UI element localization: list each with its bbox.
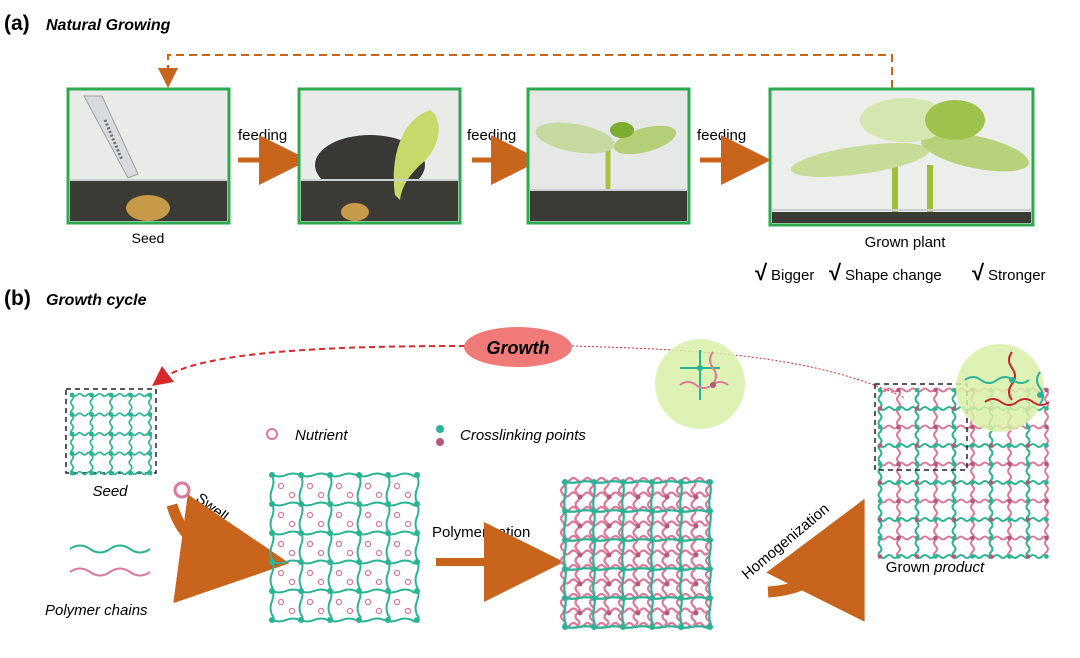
grown-zoom-detail — [964, 351, 1050, 406]
swollen-network — [269, 472, 420, 623]
polymer-chain-pink — [69, 567, 151, 577]
panel-b-title: Growth cycle — [46, 292, 147, 309]
swell-arrow — [166, 494, 290, 604]
seed-network — [69, 392, 153, 476]
check-mark-2: √ — [829, 260, 842, 285]
seed-network-label: Seed — [92, 483, 128, 500]
polymerized-network — [559, 476, 713, 630]
feeding-label-2: feeding — [467, 127, 516, 144]
sprout-photo — [297, 87, 462, 225]
svg-text:Grown product: Grown product — [886, 559, 985, 576]
growth-label: Growth — [487, 338, 550, 358]
swell-nutrient-icon — [173, 481, 191, 499]
panel-b-letter: (b) — [4, 287, 31, 310]
loop-arrow-a — [158, 54, 893, 88]
grown-zoom-halo — [956, 344, 1044, 432]
crosslink-pink-icon — [436, 438, 444, 446]
check-mark-3: √ — [972, 260, 985, 285]
seed-photo — [66, 87, 231, 225]
swell-label: Swell — [193, 490, 232, 525]
polymerization-label: Polymerization — [432, 524, 530, 541]
homogenization-arrow — [766, 498, 865, 622]
panel-a-title: Natural Growing — [46, 17, 171, 34]
seedling-photo — [526, 87, 691, 225]
feeding-label-1: feeding — [238, 127, 287, 144]
check-bigger: Bigger — [771, 267, 814, 284]
seed-caption: Seed — [132, 230, 165, 246]
polymer-chain-teal — [69, 544, 151, 554]
check-stronger: Stronger — [988, 267, 1046, 284]
crosslink-teal-icon — [436, 425, 444, 433]
polymer-chains-label: Polymer chains — [45, 602, 148, 619]
growth-loop-arrow — [151, 345, 466, 386]
polymerized-zoom-detail — [679, 350, 729, 400]
grown-seed-box — [874, 383, 968, 471]
check-shape-change: Shape change — [845, 267, 942, 284]
grown-plant-caption: Grown plant — [865, 234, 947, 251]
feeding-label-3: feeding — [697, 127, 746, 144]
panel-a-letter: (a) — [4, 12, 30, 35]
grown-product-caption: Grown product — [886, 559, 985, 576]
check-mark-1: √ — [755, 260, 768, 285]
nutrient-legend-label: Nutrient — [295, 427, 348, 444]
grown-plant-photo — [768, 87, 1035, 227]
nutrient-legend-icon — [266, 428, 278, 440]
growth-bubble — [464, 327, 572, 367]
crosslink-legend-label: Crosslinking points — [460, 427, 586, 444]
